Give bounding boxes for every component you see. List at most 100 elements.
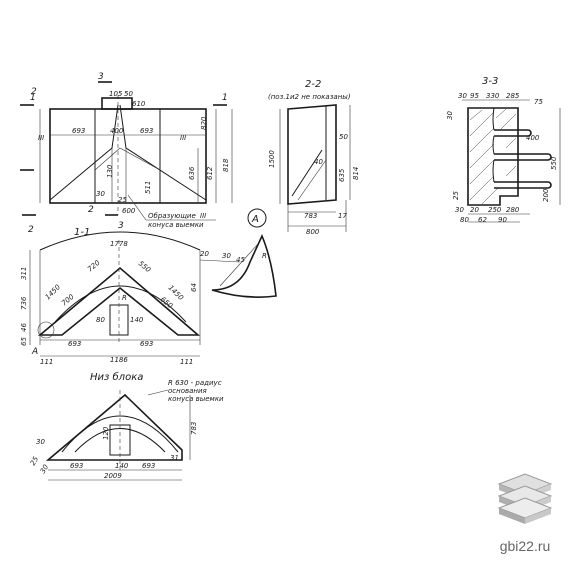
dim-693-right: 693 [140,127,153,135]
dim-30: 30 [458,92,467,100]
section-mark-1-right: 1 [222,93,228,103]
dim-693-right: 693 [140,340,153,348]
dim-25-side: 25 [452,191,460,200]
dim-400: 400 [526,134,540,142]
dim-30: 30 [36,438,45,446]
dim-r: R [122,294,127,302]
dim-30-b: 30 [39,463,51,475]
dim-693-left: 693 [70,462,83,470]
dim-200: 200 [542,188,550,202]
dim-693-left: 693 [72,127,85,135]
dim-820: 820 [200,116,208,130]
brand-block: gbi22.ru [485,470,565,554]
dim-62: 62 [478,216,487,224]
dim-r: R [262,252,267,260]
mark-iii-right: 111 [180,358,193,366]
section-3-3-title: 3-3 [482,76,498,87]
dim-550: 550 [137,259,153,274]
dim-46: 46 [20,323,28,332]
dim-280: 280 [506,206,520,214]
note-radius-line3: конуса выемки [168,395,224,403]
detail-a-letter: А [251,214,259,225]
section-mark-2-top: 2 [31,87,37,97]
dim-80: 80 [460,216,469,224]
dim-25: 25 [29,455,41,467]
dim-610: 610 [132,100,146,108]
section-mark-3-top: 3 [98,72,104,82]
dim-64: 64 [190,283,198,292]
mark-iii-left: III [38,134,44,142]
dim-635: 635 [338,168,346,182]
dim-736: 736 [20,296,28,310]
dim-130: 130 [106,164,114,178]
bottom-view: Низ блока R 630 - радиус основания конус… [29,371,224,481]
brand-site-text[interactable]: gbi22.ru [499,538,551,554]
section-mark-1-left: 1 [30,93,36,103]
dim-600: 600 [122,207,136,215]
dim-814: 814 [352,167,360,180]
dim-30-bottom: 30 [455,206,464,214]
dim-311: 311 [20,267,28,280]
dim-693-right: 693 [142,462,155,470]
dim-45: 45 [236,256,245,264]
front-view: 1 2 3 1 III III III 693 400 693 105 50 6… [20,72,233,235]
dim-818: 818 [222,158,230,172]
section-mark-2-bottom: 2 [88,205,94,215]
note-generatrix-line1: Образующие [148,212,196,220]
dim-783: 783 [190,422,198,435]
dim-140: 140 [115,462,129,470]
dim-285: 285 [506,92,520,100]
section-1-1: 1-1 1778 311 736 46 65 1450 1450 720 550… [20,227,201,366]
dim-40: 40 [314,158,323,166]
dim-800: 800 [306,228,320,236]
dim-50: 50 [339,133,348,141]
dim-90: 90 [498,216,507,224]
mark-iii-right: III [180,134,186,142]
note-generatrix-line2: конуса выемки [148,221,204,229]
dim-1450-left: 1450 [44,283,63,302]
dim-693-left: 693 [68,340,81,348]
dim-783: 783 [304,212,317,220]
section-2-2-subtitle: (поз.1и2 не показаны) [268,93,351,101]
mark-iii-bottom: III [200,212,206,220]
section-2-2: 2-2 (поз.1и2 не показаны) 1500 50 635 81… [268,79,360,236]
dim-636: 636 [188,166,196,180]
note-radius-line1: R 630 - радиус [168,379,222,387]
bottom-view-title: Низ блока [90,371,143,383]
dim-30-side: 30 [446,111,454,120]
section-3-3: 3-3 30 95 330 285 75 400 550 20 [446,76,561,224]
dim-250: 250 [488,206,502,214]
section-1-1-title: 1-1 [74,227,90,238]
dim-31: 31 [170,454,179,462]
mark-iii-left: 111 [40,358,53,366]
dim-720: 720 [86,258,102,273]
dim-20: 20 [470,206,479,214]
dim-1500: 1500 [268,150,276,168]
dim-50-top: 50 [124,90,133,98]
dim-120: 120 [102,426,110,440]
section-mark-3-bottom: 3 [118,221,124,231]
dim-17: 17 [338,212,347,220]
dim-30: 30 [96,190,105,198]
dim-1186: 1186 [110,356,128,364]
dim-330: 330 [486,92,500,100]
dim-612: 612 [206,166,214,180]
dim-2009: 2009 [104,472,122,480]
dim-80: 80 [96,316,105,324]
dim-140: 140 [130,316,144,324]
dim-550: 550 [550,156,558,170]
dim-1778: 1778 [110,240,128,248]
dim-65: 65 [20,337,28,346]
dim-95: 95 [470,92,479,100]
dim-105: 105 [109,90,123,98]
detail-a: А 20 30 45 64 R [190,208,277,298]
dim-700: 700 [60,292,76,307]
note-radius-line2: основания [168,387,207,395]
dim-511: 511 [144,181,152,194]
dim-400: 400 [110,127,124,135]
dim-20: 20 [200,250,209,258]
dim-25: 25 [118,196,127,204]
section-mark-2-left-bottom: 2 [28,225,34,235]
stacked-blocks-logo [497,473,553,524]
